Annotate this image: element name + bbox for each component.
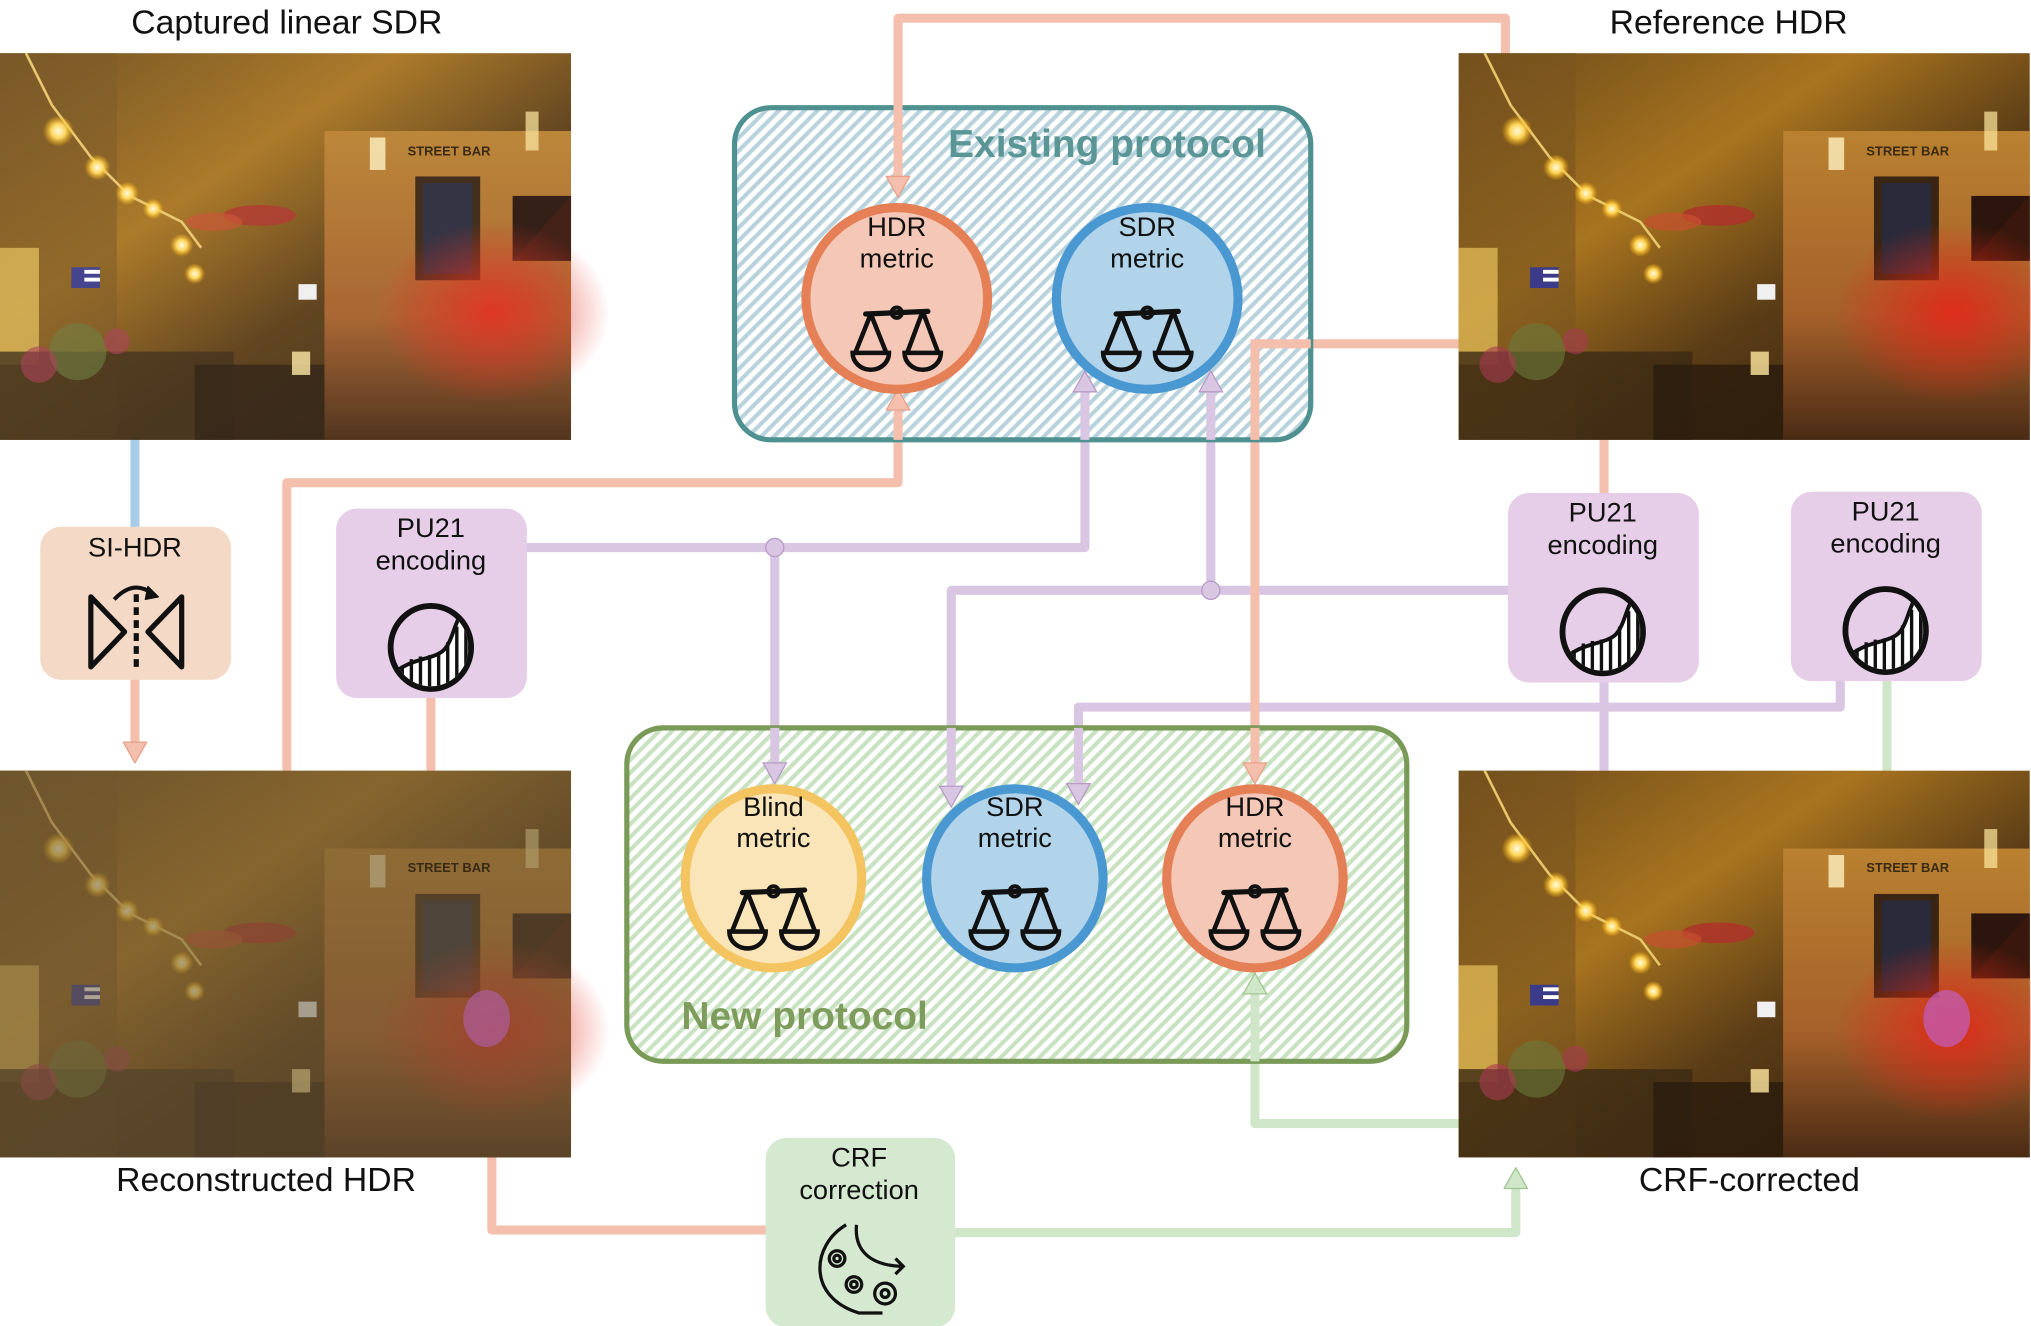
scene-image [1457,769,2031,1159]
image-title: Reference HDR [1610,4,1848,42]
new-protocol-title: New protocol [681,995,927,1038]
connector-reconstructed-to-crf [487,1152,771,1235]
junction-dot [765,537,785,558]
block-label: SI-HDR [88,532,182,563]
metric-circle [680,784,867,973]
arrowhead [1503,1167,1529,1190]
block-label-line1: CRF [831,1141,887,1172]
image-title: CRF-corrected [1639,1161,1860,1199]
new-blind-metric[interactable]: Blind metric [680,784,867,973]
existing-protocol-title: Existing protocol [948,123,1266,166]
junction-dot [1201,580,1221,601]
si-hdr-block[interactable]: SI-HDR [40,526,232,680]
block-label-line2: correction [799,1174,919,1205]
metric-label-line2: metric [1110,242,1184,273]
new-protocol-group: New protocol Blind metric SDR metric HDR… [624,725,1410,1064]
block-label-line1: PU21 [397,512,465,543]
metric-label-line1: HDR [867,211,926,242]
image-reconstructed-hdr: Reconstructed HDR STREET BAR [0,769,612,1199]
artifact [463,989,511,1048]
metric-circle [1162,784,1348,973]
existing-hdr-metric[interactable]: HDR metric [801,203,993,394]
block-label-line1: PU21 [1852,495,1920,526]
image-reference-hdr: Reference HDR STREET BAR [1457,4,2031,442]
pu21-block-left[interactable]: PU21 encoding [336,508,527,699]
metric-label-line1: Blind [743,791,804,822]
metric-circle [922,784,1108,973]
block-label-line2: encoding [376,545,487,576]
arrowhead [122,741,148,764]
metric-circle [1051,203,1243,394]
metric-circle [801,203,993,394]
block-bg [765,1137,956,1326]
metric-label-line1: SDR [986,791,1044,822]
pu21-block-reference[interactable]: PU21 encoding [1508,493,1699,683]
scene-image [1457,51,2031,442]
image-captured-sdr: Captured linear SDR STREET BAR [0,4,612,442]
crf-correction-block[interactable]: CRF correction [765,1137,956,1326]
gears-curve-icon [818,1223,906,1315]
image-crf-corrected: CRF-corrected STREET BAR [1457,769,2031,1199]
sign-text: STREET BAR [408,144,492,159]
new-sdr-metric[interactable]: SDR metric [922,784,1108,973]
image-title: Reconstructed HDR [116,1161,416,1199]
connector-crf-to-corrected [950,1178,1521,1238]
existing-protocol-group: Existing protocol HDR metric SDR metric [731,25,1314,443]
metric-label-line2: metric [860,242,934,273]
metric-label-line2: metric [1218,822,1292,853]
scene-image [0,51,612,442]
sign-text: STREET BAR [1866,144,1950,159]
block-label-line2: encoding [1547,529,1658,560]
dim-overlay [0,770,572,1158]
metric-label-line2: metric [978,822,1052,853]
new-hdr-metric[interactable]: HDR metric [1162,784,1348,973]
pu21-block-crf[interactable]: PU21 encoding [1790,491,1982,682]
connector-pu21-ref-to-existing-sdr [946,585,1513,794]
sign-text: STREET BAR [408,860,492,875]
existing-sdr-metric[interactable]: SDR metric [1051,203,1243,394]
metric-label-line2: metric [736,822,810,853]
sign-text: STREET BAR [1866,860,1950,875]
mirror-flip-icon [88,585,185,673]
image-title: Captured linear SDR [131,4,442,42]
metric-label-line1: HDR [1225,791,1284,822]
block-label-line2: encoding [1830,528,1941,559]
block-label-line1: PU21 [1569,497,1637,528]
metric-label-line1: SDR [1118,211,1176,242]
artifact [1923,989,1971,1048]
